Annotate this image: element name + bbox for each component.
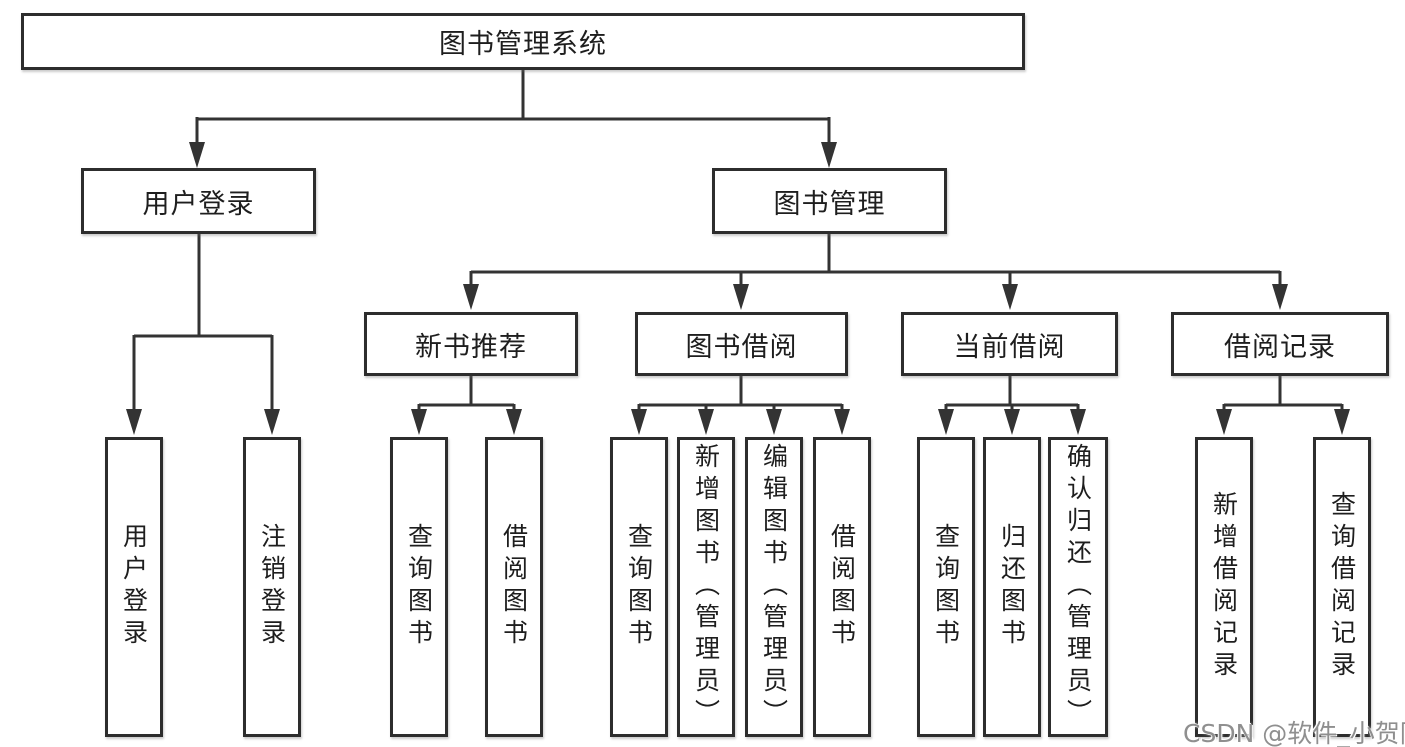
node-borrowing-records: 借阅记录 (1171, 312, 1389, 376)
arrow-down-icon (631, 409, 647, 435)
leaf-logout: 注销登录 (243, 437, 301, 737)
csdn-watermark: CSDN @软件_小贺同学 (1183, 719, 1405, 747)
arrow-down-icon (1002, 284, 1018, 310)
leaf-add-books-admin: 新增图书（管理员） (677, 437, 735, 737)
leaf-query-borrow-record: 查询借阅记录 (1313, 437, 1371, 737)
arrow-down-icon (1272, 284, 1288, 310)
arrow-down-icon (411, 409, 427, 435)
edge-current-borrowing-split (944, 376, 1080, 414)
tree-edges (132, 70, 1344, 414)
arrowheads (126, 142, 1350, 435)
arrow-down-icon (766, 409, 782, 435)
edge-user-login-split (132, 234, 274, 414)
node-new-book-recommendation: 新书推荐 (364, 312, 578, 376)
arrow-down-icon (698, 409, 714, 435)
node-root: 图书管理系统 (21, 13, 1025, 70)
leaf-borrow-books-borrowing: 借阅图书 (813, 437, 871, 737)
node-current-borrowing: 当前借阅 (901, 312, 1118, 376)
arrow-down-icon (1334, 409, 1350, 435)
edge-book-management-split (469, 234, 1282, 289)
arrow-down-icon (938, 409, 954, 435)
leaf-return-books: 归还图书 (983, 437, 1041, 737)
arrow-down-icon (463, 284, 479, 310)
leaf-borrow-books-recommend: 借阅图书 (485, 437, 543, 737)
arrow-down-icon (264, 409, 280, 435)
arrow-down-icon (733, 284, 749, 310)
leaf-query-books-current: 查询图书 (917, 437, 975, 737)
arrow-down-icon (189, 142, 205, 168)
node-book-borrowing: 图书借阅 (635, 312, 848, 376)
arrow-down-icon (506, 409, 522, 435)
node-user-login: 用户登录 (81, 168, 316, 234)
leaf-add-borrow-record: 新增借阅记录 (1195, 437, 1253, 737)
leaf-edit-books-admin: 编辑图书（管理员） (745, 437, 803, 737)
arrow-down-icon (834, 409, 850, 435)
node-book-management: 图书管理 (712, 168, 947, 234)
arrow-down-icon (1216, 409, 1232, 435)
edge-book-borrowing-split (637, 376, 844, 414)
edge-root-split (195, 70, 831, 148)
arrow-down-icon (821, 142, 837, 168)
edge-borrowing-records-split (1222, 376, 1344, 414)
edge-new-book-recommendation-split (417, 376, 516, 414)
arrow-down-icon (1004, 409, 1020, 435)
arrow-down-icon (1070, 409, 1086, 435)
leaf-confirm-return-admin: 确认归还（管理员） (1048, 437, 1108, 737)
leaf-user-login: 用户登录 (105, 437, 163, 737)
leaf-query-books-borrowing: 查询图书 (610, 437, 668, 737)
leaf-query-books-recommend: 查询图书 (390, 437, 448, 737)
arrow-down-icon (126, 409, 142, 435)
